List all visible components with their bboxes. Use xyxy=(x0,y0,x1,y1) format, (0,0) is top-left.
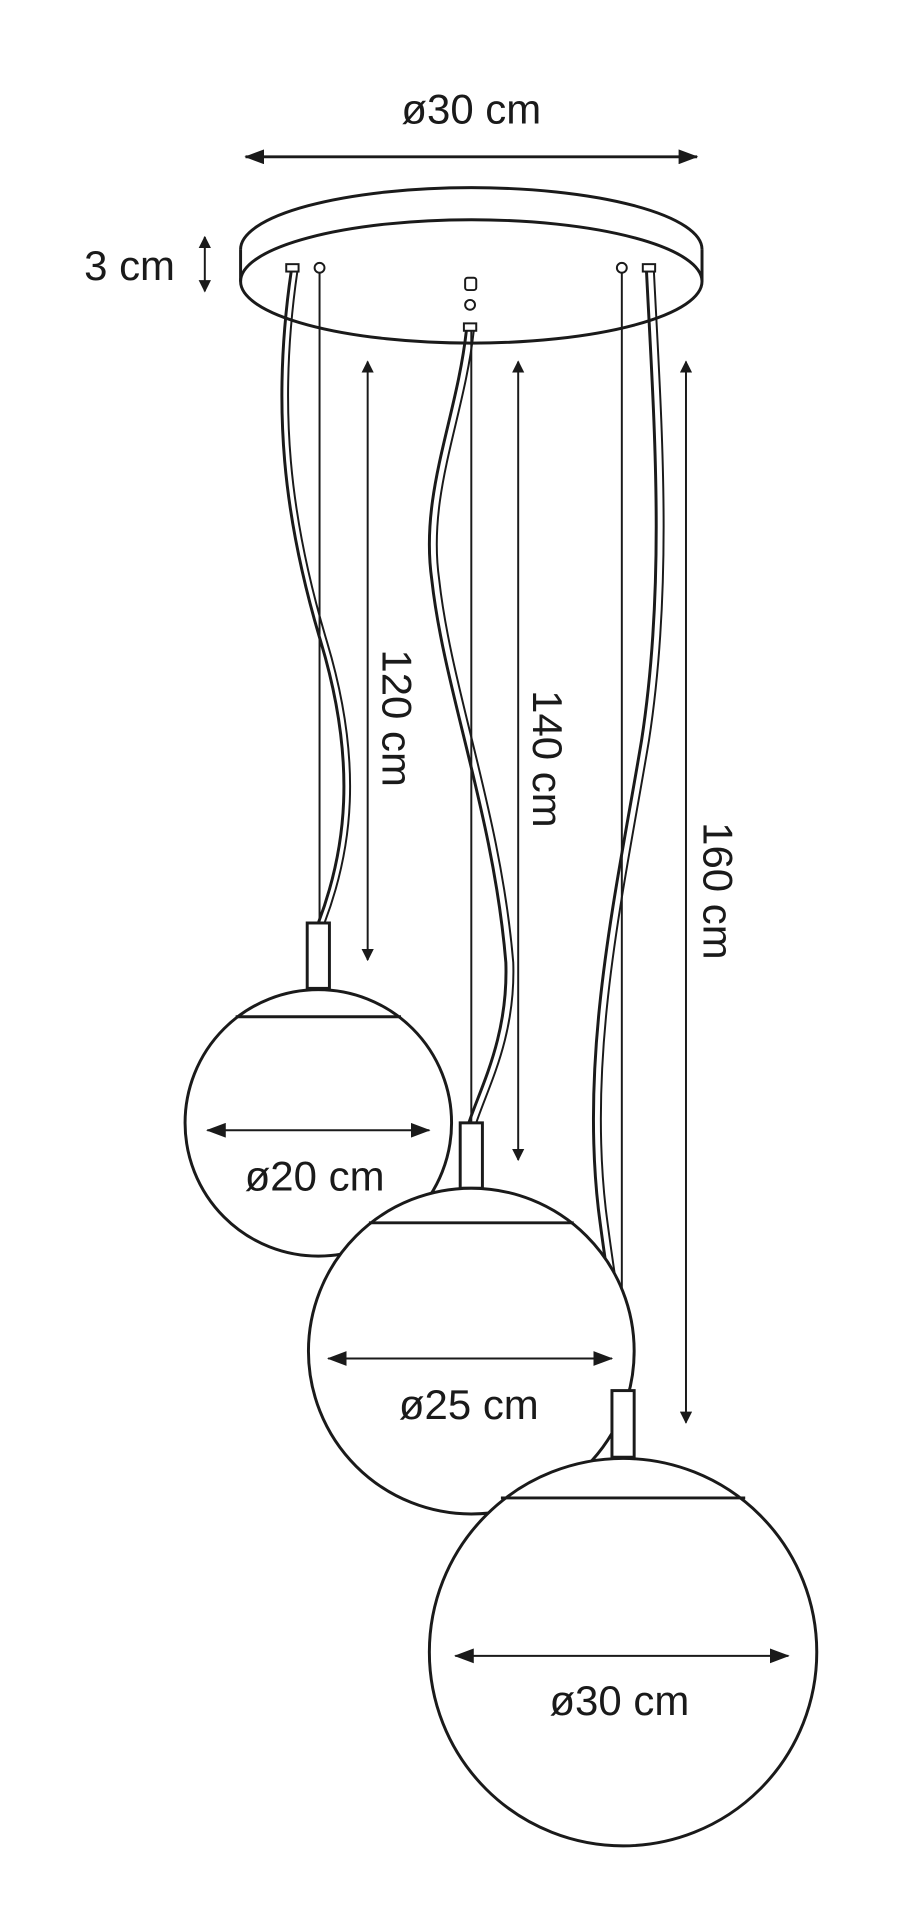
pendant-3-length-label: 160 cm xyxy=(694,822,741,960)
pendant-2-diameter-label: ø25 cm xyxy=(399,1381,539,1428)
pendant-1-diameter-label: ø20 cm xyxy=(245,1153,385,1200)
canopy-height-label: 3 cm xyxy=(84,242,175,289)
ceiling-canopy xyxy=(239,186,704,345)
canopy-diameter-label: ø30 cm xyxy=(401,85,541,132)
pendant-1-length-label: 120 cm xyxy=(373,649,420,787)
pendant-3-diameter-label: ø30 cm xyxy=(549,1677,689,1724)
globe-medium: ø25 cm xyxy=(306,1121,636,1516)
globe-large: ø30 cm xyxy=(427,1389,819,1848)
globe-small: ø20 cm xyxy=(183,921,454,1258)
pendant-2-length-label: 140 cm xyxy=(524,690,571,828)
